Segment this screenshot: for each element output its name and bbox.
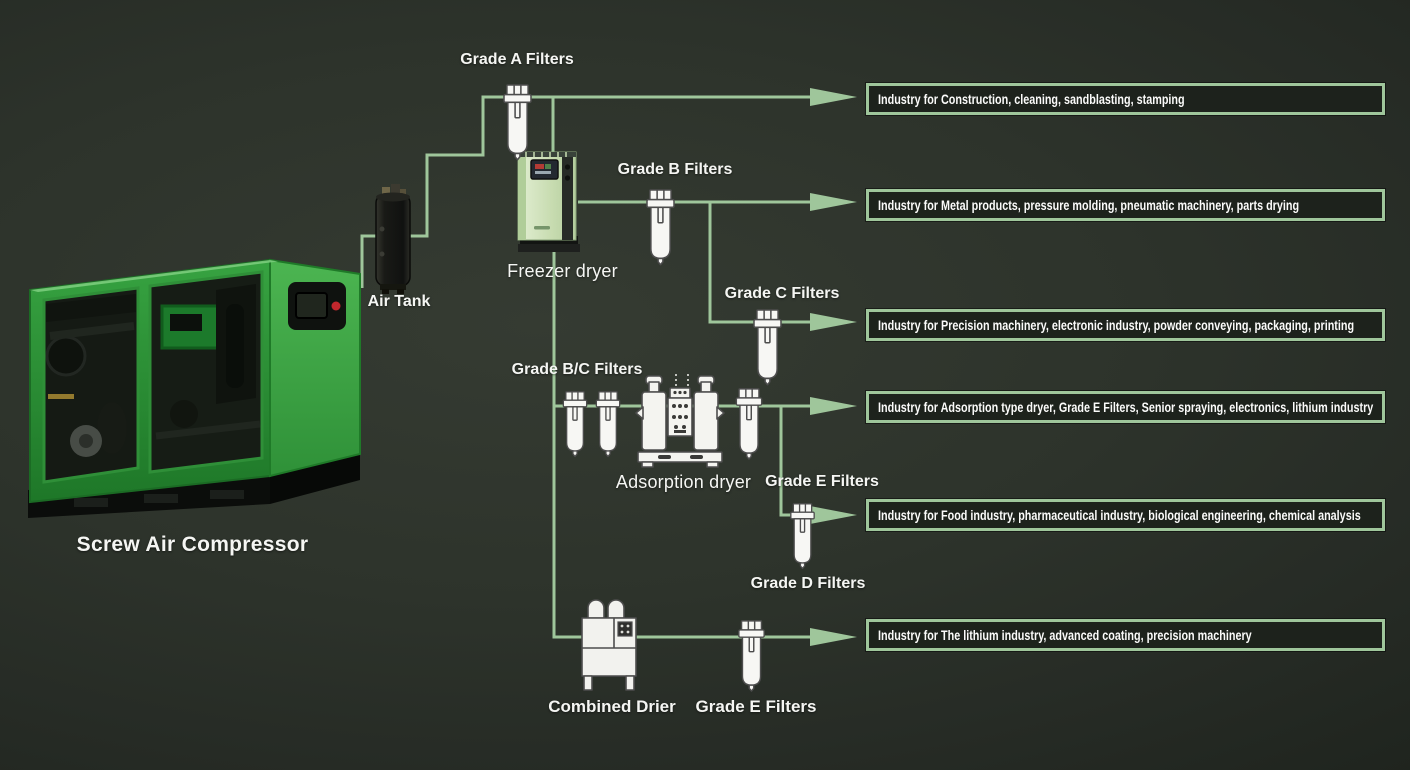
pipe-trunk-and-bottom: [552, 249, 814, 639]
pipe-branch-lineC: [708, 200, 814, 324]
screw-air-compressor-image: [28, 258, 361, 518]
industry-box-text: Industry for The lithium industry, advan…: [878, 627, 1252, 643]
industry-box-text: Industry for Construction, cleaning, san…: [878, 91, 1185, 107]
industry-box-text: Industry for Adsorption type dryer, Grad…: [878, 399, 1374, 415]
pipe-compressor-to-lineA: [360, 98, 485, 288]
grade-e-filters-bottom-label: Grade E Filters: [695, 697, 817, 716]
air-tank-label: Air Tank: [367, 293, 431, 310]
filter-icon-grade-e-mid: [735, 388, 763, 460]
industry-box-text: Industry for Food industry, pharmaceutic…: [878, 507, 1361, 523]
industry-box-grade-b: Industry for Metal products, pressure mo…: [866, 189, 1385, 221]
arrow-icon: [810, 628, 857, 646]
filter-icon-grade-bc-2: [595, 391, 621, 458]
combined-drier-image: [581, 599, 637, 691]
combined-drier-label: Combined Drier: [548, 697, 676, 716]
arrow-icon: [810, 313, 857, 331]
grade-b-filters-label: Grade B Filters: [617, 161, 733, 178]
arrow-icon: [810, 193, 857, 211]
flow-arrows: [810, 88, 857, 646]
pipe-branch-lineD: [779, 404, 816, 517]
freezer-dryer-label: Freezer dryer: [507, 261, 618, 281]
filter-icon-grade-c: [753, 309, 782, 386]
industry-box-grade-a: Industry for Construction, cleaning, san…: [866, 83, 1385, 115]
air-tank-image: [375, 184, 411, 294]
filter-icon-grade-e-bottom: [738, 620, 765, 692]
freezer-dryer-image: [517, 151, 580, 252]
grade-a-filters-label: Grade A Filters: [460, 51, 574, 68]
grade-d-filters-label: Grade D Filters: [750, 575, 866, 592]
screw-air-compressor-label: Screw Air Compressor: [76, 533, 309, 556]
industry-box-text: Industry for Metal products, pressure mo…: [878, 197, 1300, 213]
industry-box-grade-d: Industry for Food industry, pharmaceutic…: [866, 499, 1385, 531]
industry-box-text: Industry for Precision machinery, electr…: [878, 317, 1355, 333]
filter-icon-grade-d: [790, 503, 815, 570]
arrow-icon: [810, 397, 857, 415]
adsorption-dryer-image: [635, 374, 725, 468]
industry-box-grade-c: Industry for Precision machinery, electr…: [866, 309, 1385, 341]
adsorption-dryer-label: Adsorption dryer: [615, 472, 752, 492]
grade-bc-filters-label: Grade B/C Filters: [511, 361, 643, 378]
filter-icon-grade-bc-1: [562, 391, 588, 458]
filter-icon-grade-b: [646, 189, 675, 266]
arrow-icon: [810, 506, 857, 524]
industry-box-combined: Industry for The lithium industry, advan…: [866, 619, 1385, 651]
industry-box-grade-bc: Industry for Adsorption type dryer, Grad…: [866, 391, 1385, 423]
arrow-icon: [810, 88, 857, 106]
filter-icon-grade-a: [503, 84, 532, 161]
grade-c-filters-label: Grade C Filters: [724, 285, 840, 302]
grade-e-filters-mid-label: Grade E Filters: [765, 473, 879, 490]
